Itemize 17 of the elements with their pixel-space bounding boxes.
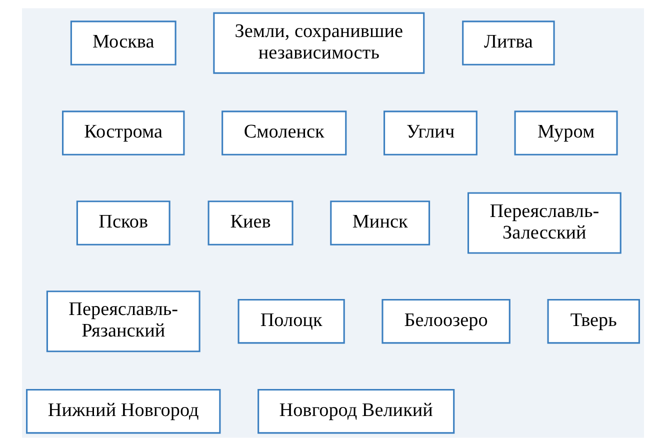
node-box: Переяславль-Рязанский [46,290,200,352]
node-box: Углич [383,110,477,156]
node-box: Тверь [546,299,640,344]
node-box: Литва [462,20,554,66]
node-box: Полоцк [237,299,344,344]
node-box: Белоозеро [381,299,510,344]
node-box: Минск [330,200,430,246]
node-box: Кострома [62,110,184,156]
node-box: Псков [76,200,170,246]
node-box: Муром [514,110,618,156]
node-box: Смоленск [221,110,346,156]
node-box: Москва [70,20,176,66]
node-box: Переяславль-Залесский [466,192,621,254]
node-box: Новгород Великий [257,388,454,434]
node-box: Земли, сохранившие независимость [212,12,424,74]
node-box: Нижний Новгород [26,388,220,434]
node-box: Киев [207,200,293,246]
